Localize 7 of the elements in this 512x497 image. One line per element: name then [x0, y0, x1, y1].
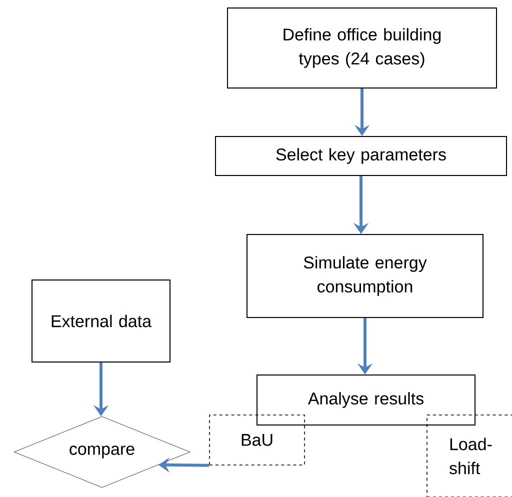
process-box: Simulate energy consumption	[246, 234, 484, 318]
process-box: External data	[32, 280, 170, 362]
dashed-box: BaU	[209, 414, 305, 466]
process-box: Analyse results	[256, 374, 476, 426]
process-box: Define office building types (24 cases)	[227, 8, 497, 88]
dashed-box: Load-shift	[426, 414, 512, 497]
process-box: Select key parameters	[215, 136, 507, 176]
